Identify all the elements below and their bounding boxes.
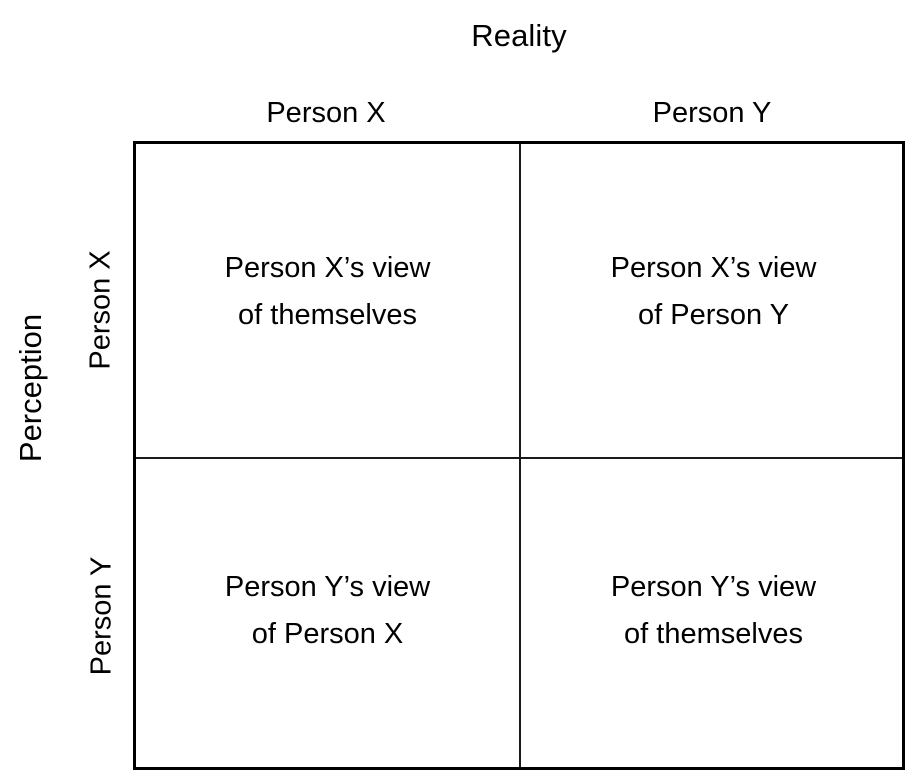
matrix-cell-bottom-left: Person Y’s view of Person X — [136, 564, 519, 658]
row-header-person-y-text: Person Y — [85, 556, 118, 676]
reality-axis-title: Reality — [471, 18, 567, 53]
matrix-cell-bottom-right-line1: Person Y’s view — [610, 571, 817, 603]
matrix-cell-top-right: Person X’s view of Person Y — [522, 245, 905, 339]
matrix-cell-top-left-line1: Person X’s view — [224, 252, 431, 284]
matrix-cell-top-left-line2: of themselves — [238, 299, 417, 331]
matrix-cell-top-left: Person X’s view of themselves — [136, 245, 519, 339]
matrix-cell-bottom-left-line1: Person Y’s view — [224, 571, 431, 603]
matrix-cell-top-right-line2: of Person Y — [637, 299, 789, 331]
matrix-cell-bottom-right: Person Y’s view of themselves — [522, 564, 905, 658]
horizontal-divider — [136, 457, 902, 459]
matrix-cell-bottom-right-line2: of themselves — [624, 618, 803, 650]
perception-reality-matrix: Person X’s view of themselves Person X’s… — [133, 141, 905, 770]
row-header-person-x: Person X — [72, 170, 130, 450]
vertical-divider — [519, 144, 521, 767]
matrix-cell-top-right-line1: Person X’s view — [610, 252, 817, 284]
column-header-person-x: Person X — [266, 97, 386, 129]
matrix-cell-bottom-left-line2: of Person X — [251, 618, 404, 650]
column-header-person-y: Person Y — [652, 97, 772, 129]
row-header-person-y: Person Y — [72, 476, 130, 756]
row-header-person-x-text: Person X — [85, 250, 118, 370]
perception-axis-title-text: Perception — [13, 313, 48, 462]
perception-axis-title: Perception — [0, 0, 62, 775]
